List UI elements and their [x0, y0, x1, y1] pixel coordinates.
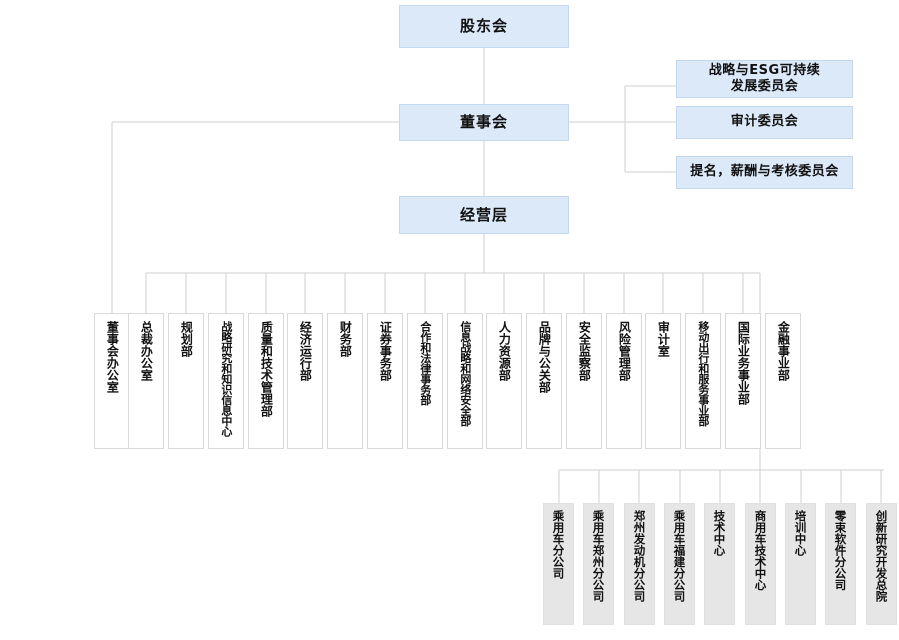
dept-label: 移动出行和服务事业部	[696, 321, 710, 426]
subsidiary-label: 乘用车郑州分公司	[591, 510, 606, 602]
subsidiary-label: 乘用车分公司	[551, 510, 566, 579]
dept-label: 财务部	[338, 321, 353, 357]
subsidiary-box[interactable]: 郑州发动机分公司	[624, 503, 655, 625]
dept-business-unit-finance[interactable]: 金融事业部	[765, 313, 801, 449]
subsidiary-box[interactable]: 技术中心	[704, 503, 735, 625]
dept-label: 风险管理部	[617, 321, 632, 381]
dept-label: 审计室	[656, 321, 671, 357]
dept-label: 总裁办公室	[139, 321, 154, 381]
committee-nomination-compensation[interactable]: 提名，薪酬与考核委员会	[676, 156, 853, 189]
dept-box[interactable]: 信息战略和网络安全部	[447, 313, 483, 449]
subsidiary-label: 郑州发动机分公司	[632, 510, 647, 602]
committee-label-line1: 战略与ESG可持续	[708, 62, 821, 78]
dept-box[interactable]: 财务部	[327, 313, 363, 449]
node-management-layer[interactable]: 经营层	[399, 196, 569, 234]
dept-box[interactable]: 移动出行和服务事业部	[685, 313, 721, 449]
dept-box[interactable]: 人力资源部	[486, 313, 522, 449]
committee-label-line2: 发展委员会	[730, 79, 799, 94]
subsidiary-box[interactable]: 乘用车分公司	[543, 503, 574, 625]
dept-label: 规划部	[179, 321, 194, 357]
dept-label: 经济运行部	[298, 321, 313, 381]
node-board-of-directors[interactable]: 董事会	[399, 104, 569, 141]
dept-box[interactable]: 安全监察部	[566, 313, 602, 449]
dept-label: 人力资源部	[497, 321, 512, 381]
subsidiary-box[interactable]: 乘用车郑州分公司	[583, 503, 614, 625]
subsidiary-label: 技术中心	[712, 510, 727, 556]
committee-audit[interactable]: 审计委员会	[676, 106, 853, 139]
dept-box[interactable]: 风险管理部	[606, 313, 642, 449]
committee-label: 提名，薪酬与考核委员会	[690, 164, 839, 180]
dept-box[interactable]: 国际业务事业部	[725, 313, 761, 449]
dept-label: 安全监察部	[577, 321, 592, 381]
dept-board-office[interactable]: 董事会办公室	[94, 313, 130, 449]
dept-label: 品牌与公关部	[537, 321, 552, 393]
dept-box[interactable]: 规划部	[168, 313, 204, 449]
committee-label: 审计委员会	[730, 114, 799, 130]
dept-box[interactable]: 战略研究和知识信息中心	[208, 313, 244, 449]
dept-box[interactable]: 质量和技术管理部	[248, 313, 284, 449]
dept-box[interactable]: 总裁办公室	[128, 313, 164, 449]
dept-label: 金融事业部	[776, 321, 791, 381]
node-label: 董事会	[459, 113, 508, 132]
committee-strategy-esg[interactable]: 战略与ESG可持续 发展委员会	[676, 60, 853, 98]
dept-label: 证券事务部	[378, 321, 393, 381]
subsidiary-label: 培训中心	[793, 510, 808, 556]
subsidiary-box[interactable]: 商用车技术中心	[745, 503, 776, 625]
subsidiary-label: 乘用车福建分公司	[672, 510, 687, 602]
subsidiary-box[interactable]: 培训中心	[785, 503, 816, 625]
node-label: 股东会	[459, 17, 508, 36]
subsidiary-label: 零束软件分公司	[833, 510, 848, 591]
dept-label: 质量和技术管理部	[259, 321, 274, 417]
dept-box[interactable]: 经济运行部	[287, 313, 323, 449]
dept-box[interactable]: 证券事务部	[367, 313, 403, 449]
dept-box[interactable]: 品牌与公关部	[526, 313, 562, 449]
subsidiary-label: 商用车技术中心	[753, 510, 768, 591]
dept-label: 国际业务事业部	[736, 321, 751, 405]
node-label: 经营层	[459, 205, 508, 224]
dept-label: 董事会办公室	[105, 321, 120, 393]
dept-label: 信息战略和网络安全部	[458, 321, 472, 426]
subsidiary-box[interactable]: 零束软件分公司	[825, 503, 856, 625]
dept-box[interactable]: 合作和法律事务部	[407, 313, 443, 449]
subsidiary-box[interactable]: 创新研究开发总院	[866, 503, 897, 625]
subsidiary-label: 创新研究开发总院	[874, 510, 889, 602]
node-shareholders-meeting[interactable]: 股东会	[399, 5, 569, 48]
dept-label: 战略研究和知识信息中心	[219, 321, 233, 437]
subsidiary-box[interactable]: 乘用车福建分公司	[664, 503, 695, 625]
dept-label: 合作和法律事务部	[418, 321, 432, 405]
dept-box[interactable]: 审计室	[645, 313, 681, 449]
